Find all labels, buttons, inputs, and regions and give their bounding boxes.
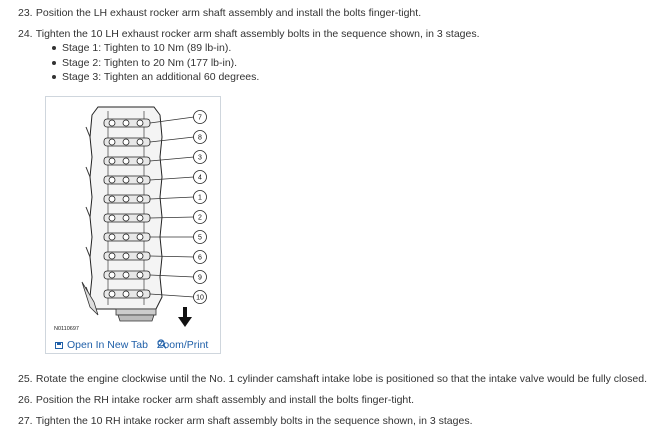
bolt-head: [108, 271, 116, 279]
step-24: 24. Tighten the 10 LH exhaust rocker arm…: [18, 28, 480, 41]
bolt-head: [108, 290, 116, 298]
step-27: 27. Tighten the 10 RH intake rocker arm …: [18, 415, 473, 428]
bolt-head: [136, 176, 144, 184]
stage-item: Stage 2: Tighten to 20 Nm (177 lb-in).: [52, 56, 259, 71]
bolt-head: [122, 195, 130, 203]
bolt-head: [122, 157, 130, 165]
callout-circle: [193, 110, 207, 124]
callout-leader: [149, 116, 195, 124]
callout-leader: [149, 196, 195, 200]
bolt-head: [122, 233, 130, 241]
step-number: 26.: [18, 394, 33, 406]
bolt-head: [122, 176, 130, 184]
step-number: 27.: [18, 415, 33, 427]
bolt-head: [136, 214, 144, 222]
bolt-head: [122, 119, 130, 127]
callout-leader: [149, 176, 195, 181]
callout-leader: [149, 156, 195, 162]
step-number: 25.: [18, 373, 33, 385]
step-text: Rotate the engine clockwise until the No…: [35, 373, 648, 385]
zoom-print-label: Zoom/Print: [157, 339, 209, 351]
bolt-head: [122, 214, 130, 222]
step-text: Tighten the 10 LH exhaust rocker arm sha…: [35, 28, 480, 40]
bolt-head: [122, 138, 130, 146]
bolt-head: [136, 290, 144, 298]
stage-list: Stage 1: Tighten to 10 Nm (89 lb-in). St…: [52, 41, 259, 85]
callout-number: 5: [198, 235, 202, 242]
bolt-head: [122, 271, 130, 279]
callout-circle: [193, 250, 207, 264]
bolt-head: [108, 195, 116, 203]
callout-circle: [193, 170, 207, 184]
callout-circle: [193, 190, 207, 204]
step-23: 23. Position the LH exhaust rocker arm s…: [18, 7, 421, 20]
bolt-head: [108, 214, 116, 222]
callout-circle: [193, 290, 207, 304]
step-number: 23.: [18, 7, 33, 19]
callout-circle: [193, 130, 207, 144]
bolt-head: [122, 290, 130, 298]
figure-code: N0110697: [54, 326, 79, 332]
bolt-head: [108, 176, 116, 184]
bolt-head: [136, 138, 144, 146]
step-text: Position the LH exhaust rocker arm shaft…: [35, 7, 422, 19]
callout-number: 9: [198, 275, 202, 282]
callout-number: 1: [198, 195, 202, 202]
callout-number: 10: [196, 295, 204, 302]
cylinder-head-illustration: 7 8 3 4 1 2 5 6 9 10: [81, 106, 207, 327]
figure-actions: Open In New Tab Zoom/Print: [46, 337, 220, 353]
callout-circle: [193, 270, 207, 284]
magnifier-icon: [157, 339, 167, 349]
callout-number: 8: [198, 135, 202, 142]
step-text: Position the RH intake rocker arm shaft …: [35, 394, 415, 406]
callout-number: 3: [198, 155, 202, 162]
callout-circle: [193, 230, 207, 244]
step-26: 26. Position the RH intake rocker arm sh…: [18, 394, 414, 407]
stage-item: Stage 3: Tighten an additional 60 degree…: [52, 70, 259, 85]
step-text: Tighten the 10 RH intake rocker arm shaf…: [35, 415, 473, 427]
zoom-print-link[interactable]: Zoom/Print: [157, 339, 208, 351]
callout-leader: [149, 216, 195, 219]
callout-circle: [193, 210, 207, 224]
bolt-head: [108, 119, 116, 127]
bolt-head: [136, 271, 144, 279]
stage-item: Stage 1: Tighten to 10 Nm (89 lb-in).: [52, 41, 259, 56]
new-tab-icon: [55, 341, 63, 349]
bolt-head: [136, 157, 144, 165]
callout-leader: [149, 136, 195, 143]
bolt-head: [108, 233, 116, 241]
torque-sequence-figure: 7 8 3 4 1 2 5 6 9 10 N0110697 Open In New Tab Zoo…: [45, 96, 221, 354]
callout-circle: [193, 150, 207, 164]
bolt-head: [136, 195, 144, 203]
bolt-head: [108, 138, 116, 146]
bolt-head: [136, 252, 144, 260]
bolt-head: [108, 157, 116, 165]
callout-leader: [149, 274, 195, 278]
callout-number: 6: [198, 255, 202, 262]
callout-number: 7: [198, 115, 202, 122]
step-25: 25. Rotate the engine clockwise until th…: [18, 373, 647, 386]
bolt-head: [122, 252, 130, 260]
bolt-head: [136, 233, 144, 241]
step-number: 24.: [18, 28, 33, 40]
open-in-new-tab-label: Open In New Tab: [67, 339, 148, 351]
callout-leader: [149, 293, 195, 298]
bolt-head: [108, 252, 116, 260]
callout-leader: [149, 255, 195, 258]
bolt-head: [136, 119, 144, 127]
open-in-new-tab-link[interactable]: Open In New Tab: [55, 339, 148, 351]
callout-number: 2: [198, 215, 202, 222]
callout-number: 4: [198, 175, 202, 182]
